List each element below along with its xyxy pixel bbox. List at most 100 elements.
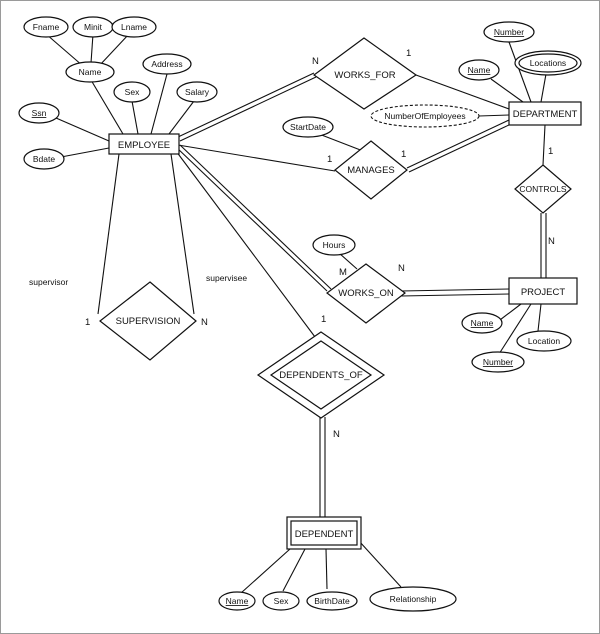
attribute-employee-name: Name: [65, 61, 115, 83]
card-manages-employee: 1: [327, 154, 332, 165]
svg-text:Sex: Sex: [125, 87, 140, 97]
line-startdate-manages: [318, 133, 364, 152]
svg-text:Location: Location: [528, 336, 560, 346]
entity-project: PROJECT: [508, 277, 578, 305]
line-hours-workson: [338, 252, 358, 270]
line-deptname-department: [490, 78, 524, 103]
svg-text:Salary: Salary: [185, 87, 210, 97]
relationship-dependents-of: DEPENDENTS_OF: [256, 331, 386, 419]
attribute-locations: Locations: [514, 50, 582, 76]
attribute-department-number: Number: [483, 21, 535, 43]
svg-text:Address: Address: [151, 59, 182, 69]
svg-text:Fname: Fname: [33, 22, 60, 32]
svg-text:Name: Name: [468, 65, 491, 75]
card-controls-department: 1: [548, 146, 553, 157]
attribute-ssn: Ssn: [18, 102, 60, 124]
svg-text:Minit: Minit: [84, 22, 103, 32]
attribute-project-name: Name: [461, 312, 503, 334]
line-projnumber-project: [498, 303, 532, 355]
svg-text:MANAGES: MANAGES: [347, 165, 395, 176]
svg-text:Name: Name: [471, 318, 494, 328]
line-bdate-employee: [60, 147, 110, 158]
attribute-salary: Salary: [176, 81, 218, 103]
relationship-works-for: WORKS_FOR: [312, 37, 418, 110]
svg-text:DEPARTMENT: DEPARTMENT: [513, 109, 578, 120]
line-department-controls: [542, 124, 546, 166]
role-supervisee: supervisee: [206, 273, 247, 283]
svg-text:BirthDate: BirthDate: [314, 596, 350, 606]
line-employee-supervision-supervisee: [170, 153, 195, 315]
attribute-fname: Fname: [23, 16, 69, 38]
role-supervisor: supervisor: [29, 277, 68, 287]
line-manages-department-a: [406, 119, 510, 169]
line-manages-department-b: [408, 123, 512, 173]
attribute-sex: Sex: [113, 81, 151, 103]
line-sex-employee: [131, 100, 139, 135]
line-projlocation-project: [537, 303, 542, 332]
svg-text:Hours: Hours: [323, 240, 346, 250]
svg-text:Bdate: Bdate: [33, 154, 55, 164]
line-depname-dependent: [240, 548, 291, 594]
card-dependentsof-dependent: N: [333, 429, 340, 440]
svg-text:EMPLOYEE: EMPLOYEE: [118, 140, 170, 151]
card-controls-project: N: [548, 236, 555, 247]
connectors: [45, 33, 547, 594]
line-workson-project-a: [400, 288, 510, 292]
svg-text:DEPENDENTS_OF: DEPENDENTS_OF: [279, 370, 363, 381]
svg-text:Number: Number: [494, 27, 524, 37]
line-employee-supervision-supervisor: [97, 153, 120, 315]
line-name-employee: [90, 79, 124, 135]
line-worksfor-department: [415, 74, 510, 110]
svg-text:Lname: Lname: [121, 22, 147, 32]
line-employee-workson-a: [175, 146, 328, 292]
svg-text:WORKS_FOR: WORKS_FOR: [334, 70, 395, 81]
line-depsex-dependent: [282, 548, 306, 592]
line-employee-worksfor-b: [179, 76, 317, 142]
svg-text:Sex: Sex: [274, 596, 289, 606]
card-workson-employee: M: [339, 267, 347, 278]
line-lname-name: [98, 33, 130, 67]
line-employee-dependentsof-a: [175, 150, 322, 346]
line-birthdate-dependent: [325, 548, 328, 590]
svg-text:Name: Name: [79, 67, 102, 77]
attribute-address: Address: [142, 53, 192, 75]
line-minit-name: [90, 33, 94, 64]
relationship-works-on: WORKS_ON: [326, 263, 406, 324]
svg-text:Locations: Locations: [530, 58, 566, 68]
relationship-controls: CONTROLS: [514, 164, 572, 214]
line-employee-workson-b: [179, 144, 332, 290]
line-employee-manages: [177, 144, 336, 172]
attribute-birth-date: BirthDate: [306, 591, 358, 611]
card-worksfor-department: 1: [406, 48, 411, 59]
attribute-project-number: Number: [471, 351, 525, 373]
card-manages-department: 1: [401, 149, 406, 160]
card-supervision-supervisee: N: [201, 317, 208, 328]
line-locations-department: [540, 73, 547, 103]
svg-text:NumberOfEmployees: NumberOfEmployees: [384, 111, 465, 121]
line-numemployees-department: [478, 114, 510, 117]
line-workson-project-b: [400, 293, 510, 297]
attribute-project-location: Location: [516, 330, 572, 352]
svg-text:PROJECT: PROJECT: [521, 287, 566, 298]
svg-text:Ssn: Ssn: [32, 108, 47, 118]
entity-department: DEPARTMENT: [508, 101, 582, 126]
line-employee-worksfor-a: [177, 72, 315, 138]
attribute-relationship: Relationship: [369, 586, 457, 612]
line-fname-name: [45, 33, 84, 67]
svg-text:Name: Name: [226, 596, 249, 606]
attribute-dependent-name: Name: [218, 591, 256, 611]
card-supervision-supervisor: 1: [85, 317, 90, 328]
svg-text:DEPENDENT: DEPENDENT: [295, 529, 354, 540]
svg-text:StartDate: StartDate: [290, 122, 326, 132]
line-deptnumber-department: [508, 41, 532, 103]
line-salary-employee: [168, 100, 195, 135]
card-workson-project: N: [398, 263, 405, 274]
svg-text:CONTROLS: CONTROLS: [519, 184, 567, 194]
svg-text:SUPERVISION: SUPERVISION: [116, 316, 181, 327]
attribute-lname: Lname: [111, 16, 157, 38]
svg-text:Number: Number: [483, 357, 513, 367]
entity-dependent: DEPENDENT: [286, 516, 362, 550]
attribute-start-date: StartDate: [282, 116, 334, 138]
attribute-minit: Minit: [72, 16, 114, 38]
